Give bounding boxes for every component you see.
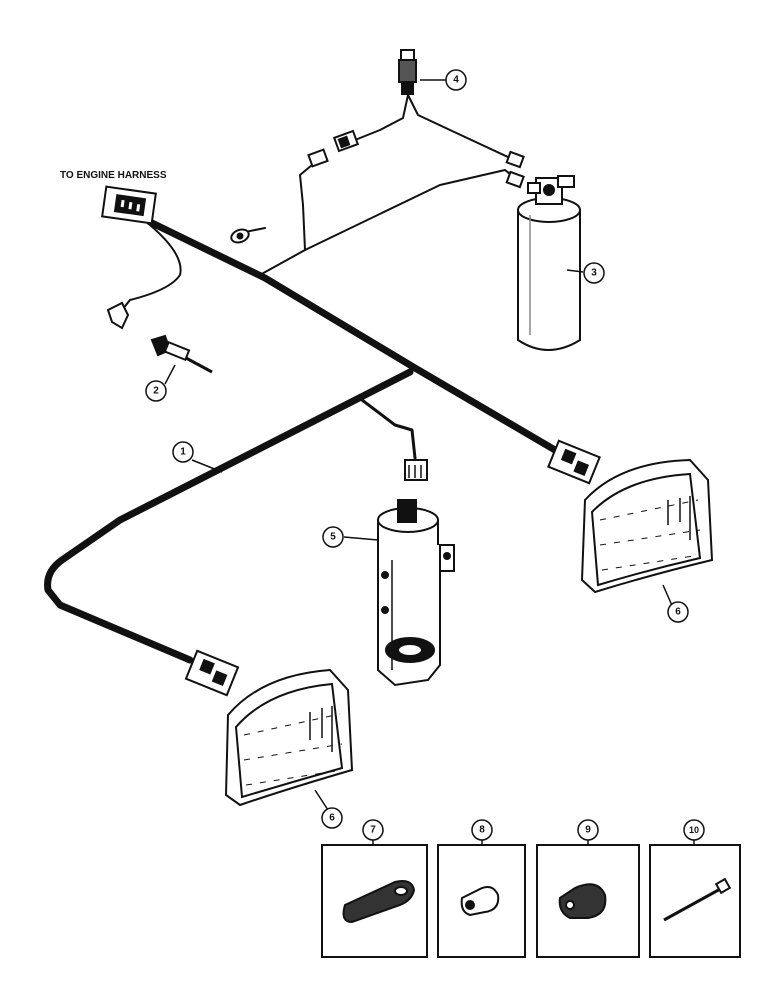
pressure-switch-icon bbox=[398, 49, 417, 95]
svg-text:2: 2 bbox=[153, 386, 159, 397]
svg-text:6: 6 bbox=[675, 607, 681, 618]
right-headlamp-connector bbox=[547, 439, 601, 485]
callout-5: 5 bbox=[322, 526, 344, 548]
callout-8: 8 bbox=[471, 819, 493, 841]
sender-icon bbox=[150, 334, 213, 374]
svg-text:9: 9 bbox=[585, 825, 591, 836]
heading-to-engine-harness: TO ENGINE HARNESS bbox=[60, 170, 167, 181]
right-headlamp-icon bbox=[580, 458, 714, 594]
panel-cable-tie bbox=[649, 844, 741, 958]
receiver-drier-icon bbox=[517, 175, 581, 351]
callout-10: 10 bbox=[683, 819, 705, 841]
elbow-plug bbox=[106, 301, 130, 330]
ground-terminal bbox=[230, 228, 250, 244]
svg-text:10: 10 bbox=[689, 825, 699, 835]
svg-text:5: 5 bbox=[330, 532, 336, 543]
svg-text:8: 8 bbox=[479, 825, 485, 836]
callout-6-right: 6 bbox=[667, 601, 689, 623]
svg-text:4: 4 bbox=[453, 75, 459, 86]
panel-clip-small bbox=[437, 844, 526, 958]
callout-1: 1 bbox=[172, 441, 194, 463]
left-headlamp-icon bbox=[224, 668, 354, 807]
callout-4: 4 bbox=[445, 69, 467, 91]
main-harness bbox=[44, 94, 559, 664]
callout-6-left: 6 bbox=[321, 807, 343, 829]
callout-3: 3 bbox=[583, 262, 605, 284]
panel-clip-large bbox=[536, 844, 640, 958]
panel-insulator-strap bbox=[321, 844, 428, 958]
svg-text:6: 6 bbox=[329, 813, 335, 824]
bullet-connectors bbox=[307, 129, 525, 189]
svg-text:7: 7 bbox=[370, 825, 376, 836]
svg-text:3: 3 bbox=[591, 268, 597, 279]
left-headlamp-connector bbox=[184, 649, 240, 697]
callout-7: 7 bbox=[362, 819, 384, 841]
engine-harness-connector bbox=[101, 185, 157, 225]
svg-text:1: 1 bbox=[180, 447, 186, 458]
callout-9: 9 bbox=[577, 819, 599, 841]
relay-icon bbox=[377, 459, 455, 687]
callout-2: 2 bbox=[145, 380, 167, 402]
